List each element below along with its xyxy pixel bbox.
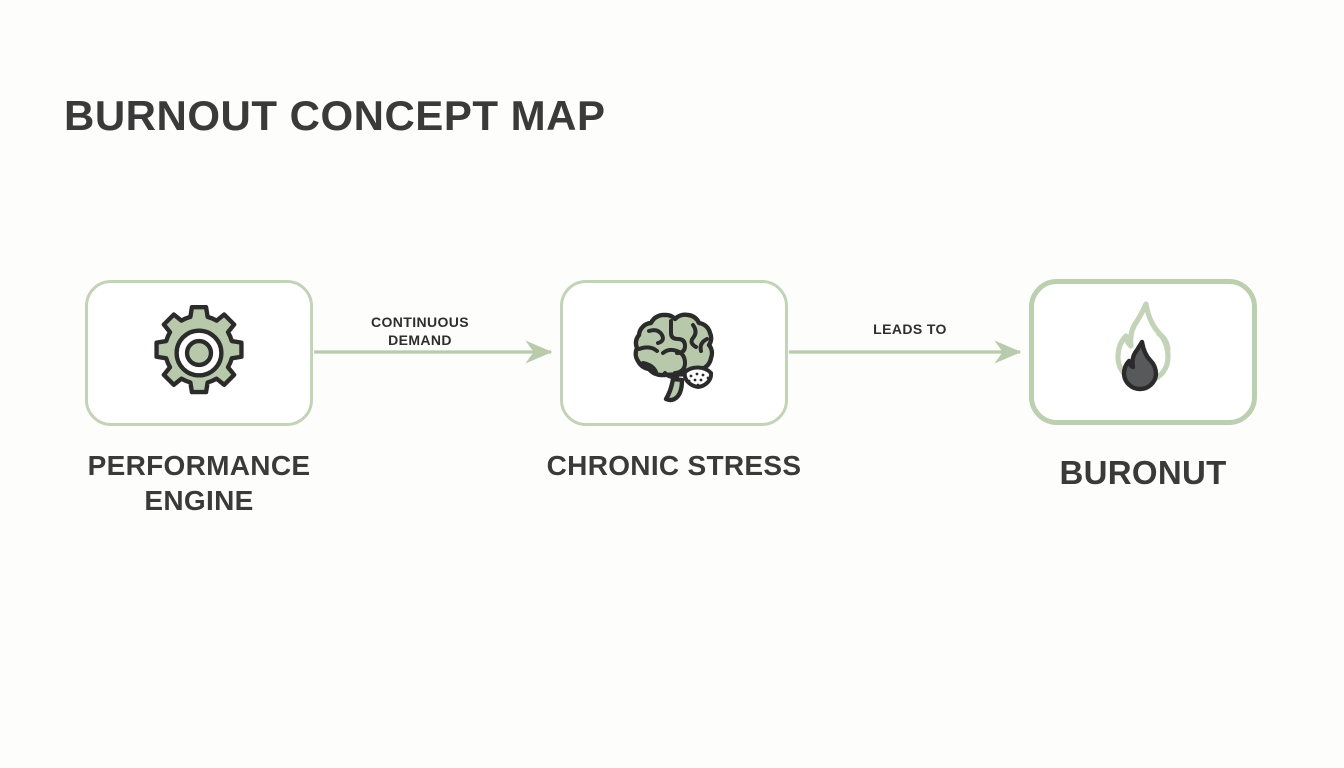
page-title: BURNOUT CONCEPT MAP bbox=[64, 92, 606, 139]
node-label-chronic-stress: CHRONIC STRESS bbox=[546, 450, 802, 481]
edge-label-continuous-demand: CONTINUOUS DEMAND bbox=[370, 314, 470, 349]
flame-icon bbox=[1115, 301, 1171, 392]
node-performance-engine[interactable] bbox=[85, 280, 313, 426]
node-label-performance-engine: PERFORMANCE ENGINE bbox=[87, 450, 311, 517]
edge-label-leads-to: LEADS TO bbox=[873, 321, 947, 337]
node-label-buronut: BURONUT bbox=[1059, 454, 1227, 491]
node-chronic-stress[interactable] bbox=[560, 280, 788, 426]
node-buronut[interactable] bbox=[1029, 279, 1257, 425]
gear-icon bbox=[154, 305, 244, 395]
brain-icon bbox=[633, 312, 715, 403]
